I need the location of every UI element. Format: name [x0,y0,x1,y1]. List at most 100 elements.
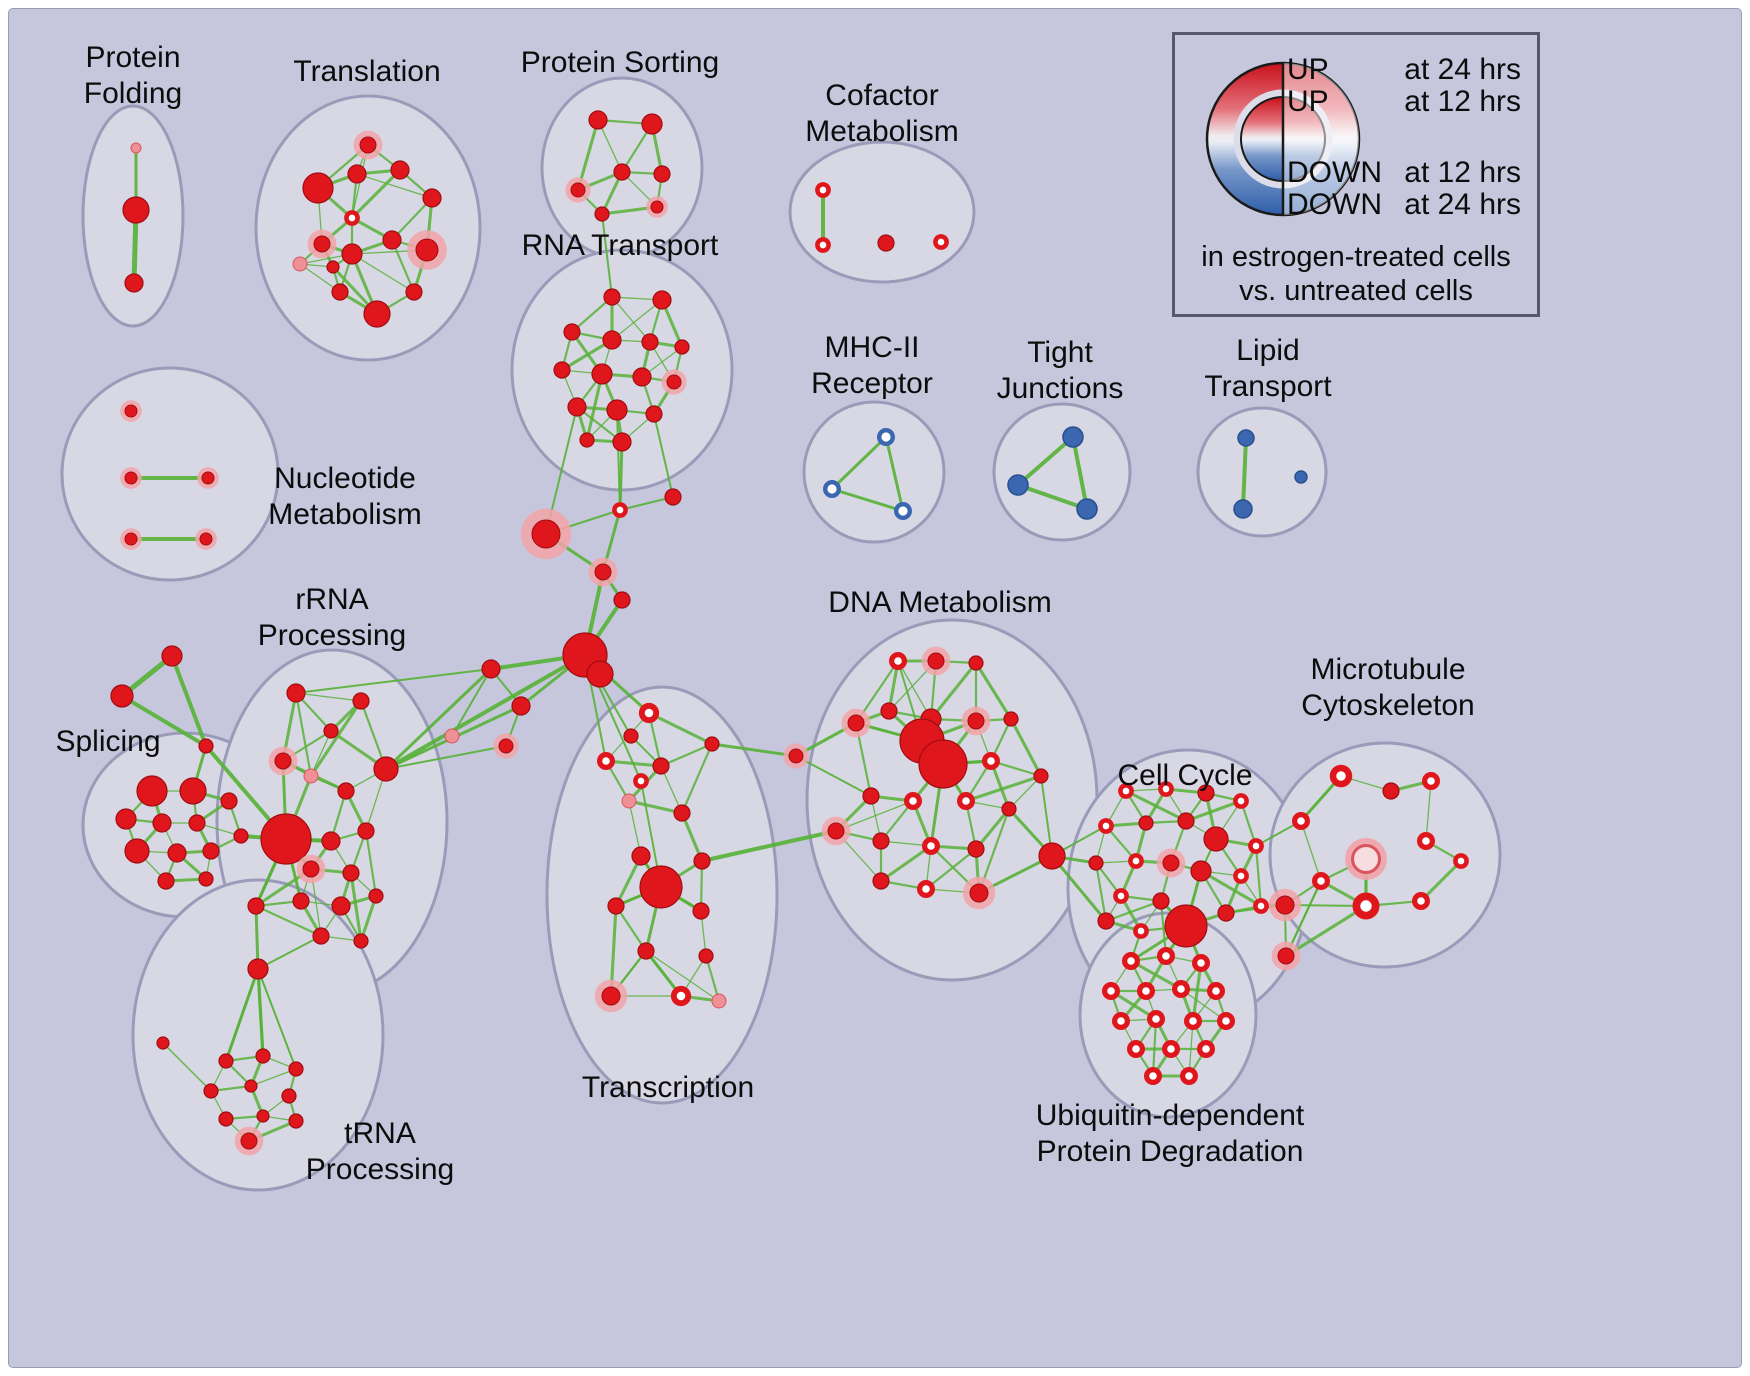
network-node [292,256,308,272]
network-node [115,808,137,830]
network-node [1311,871,1330,890]
network-node [927,652,945,670]
network-node [511,696,531,716]
network-edge [310,730,332,777]
network-node [631,846,651,866]
legend-right-fade [1283,63,1359,215]
cluster-ellipse-tn [131,878,385,1192]
network-node [586,660,614,688]
network-edge [1016,483,1089,511]
network-node [567,397,587,417]
network-node [933,234,949,250]
network-node [1143,1066,1162,1085]
network-node [613,591,631,609]
legend-time: at 12 hrs [1404,156,1521,189]
network-node [1076,498,1098,520]
network-node [256,1109,270,1123]
network-edge [384,653,587,771]
network-node [331,896,351,916]
network-edge [1094,861,1108,923]
network-edge [1050,854,1108,923]
network-node [1294,470,1308,484]
network-edge [350,168,402,220]
cluster-label-transcription: Transcription [581,1071,755,1104]
network-node [1001,801,1017,817]
network-node [152,813,172,833]
network-node [981,751,1000,770]
network-node [373,756,399,782]
network-node [130,142,142,154]
network-node [203,1083,219,1099]
network-node [815,237,831,253]
network-node [1158,781,1174,797]
network-node [639,865,683,909]
network-node [1196,1039,1215,1058]
network-edge [680,742,714,815]
network-node [570,182,586,198]
network-node [815,182,831,198]
network-edge [884,435,905,513]
network-node [331,283,349,301]
network-node [918,739,968,789]
network-edge [601,213,613,298]
network-node [968,655,984,671]
network-edge [257,935,322,970]
network-node [1352,892,1380,920]
network-edge [1071,435,1089,511]
network-node [1033,768,1049,784]
network-node [637,942,655,960]
network-node [156,1036,170,1050]
network-node [531,519,561,549]
network-node [353,933,369,949]
cluster-ellipse-cf [788,140,976,284]
network-edge [1191,961,1203,1023]
network-node [650,200,664,214]
network-node [288,1061,304,1077]
network-node [302,860,320,878]
network-node [872,832,890,850]
network-edge [700,829,838,863]
network-node [862,787,880,805]
network-node [1101,981,1120,1000]
network-node [916,879,935,898]
network-edge [614,904,648,953]
network-node [613,163,631,181]
network-node [157,872,175,890]
network-node [1113,888,1129,904]
network-edge [830,487,905,513]
network-node [652,290,672,310]
network-edge [647,711,714,746]
network-node [274,752,292,770]
network-edge [1160,900,1167,957]
network-node [1253,898,1269,914]
network-node [292,892,310,910]
network-node [704,736,720,752]
network-edge [1199,869,1263,908]
network-edge [294,691,313,778]
network-edge [1284,904,1368,958]
network-node [823,480,842,499]
network-node [872,872,890,890]
network-edge [120,694,208,748]
cluster-label-translation: Translation [293,55,441,88]
network-node [880,702,898,720]
network-node [422,188,442,208]
network-node [218,1053,234,1069]
network-node [405,283,423,301]
network-node [1111,1011,1130,1030]
legend-footer-line2: vs. untreated cells [1239,275,1473,307]
network-node [602,330,622,350]
network-edge [659,742,714,768]
network-node [612,502,628,518]
network-edge [611,296,651,343]
network-node [645,405,663,423]
network-node [1233,868,1249,884]
network-node [969,883,989,903]
network-edge [929,661,978,721]
network-node [894,502,913,521]
